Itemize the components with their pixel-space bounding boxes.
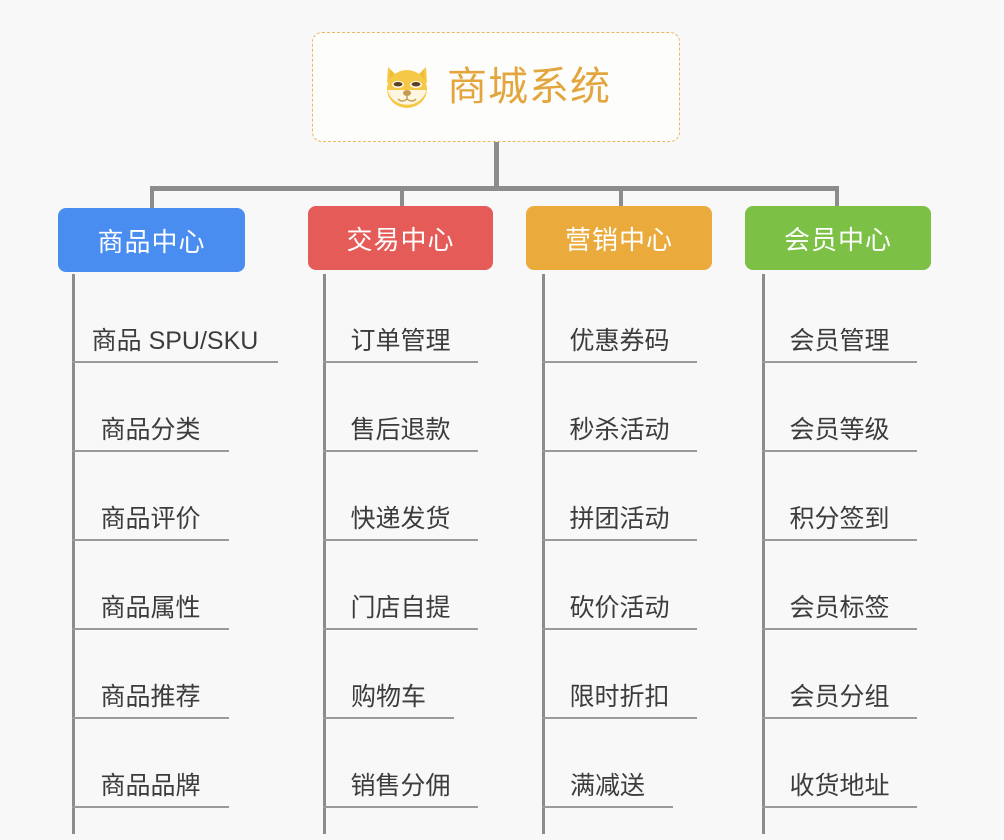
leaf-label: 商品品牌 (100, 771, 201, 800)
connector-drop-product-center (150, 186, 154, 212)
connector-root-stem (494, 142, 499, 190)
leaf-label: 商品分类 (100, 415, 201, 444)
leaf-label: 商品评价 (100, 504, 201, 533)
root-node[interactable]: 商城系统 (312, 32, 680, 142)
leaf-label: 门店自提 (350, 593, 451, 622)
leaf-label: 会员标签 (789, 593, 890, 622)
leaf-item[interactable]: 门店自提 (323, 541, 478, 630)
leaf-item[interactable]: 商品评价 (72, 452, 229, 541)
leaf-item[interactable]: 会员等级 (762, 363, 917, 452)
leaf-item[interactable]: 秒杀活动 (542, 363, 697, 452)
leaf-item[interactable]: 商品品牌 (72, 719, 229, 808)
leaf-label: 会员管理 (789, 326, 890, 355)
leaf-label: 销售分佣 (350, 771, 451, 800)
leaf-spine (323, 274, 326, 834)
leaf-label: 优惠券码 (569, 326, 670, 355)
leaf-item[interactable]: 满减送 (542, 719, 673, 808)
leaf-label: 订单管理 (350, 326, 451, 355)
leaf-item[interactable]: 收货地址 (762, 719, 917, 808)
category-box-member-center[interactable]: 会员中心 (745, 206, 931, 270)
root-title: 商城系统 (447, 65, 611, 109)
connector-drop-trade-center (400, 186, 404, 212)
connector-horizontal-bus (150, 186, 839, 191)
leaf-label: 商品属性 (100, 593, 201, 622)
category-label: 商品中心 (97, 226, 206, 257)
leaf-label: 商品 SPU/SKU (91, 326, 259, 355)
leaf-item[interactable]: 商品属性 (72, 541, 229, 630)
category-box-marketing-center[interactable]: 营销中心 (526, 206, 712, 270)
leaf-label: 售后退款 (350, 415, 451, 444)
shiba-dog-face-icon (381, 64, 433, 110)
leaf-item[interactable]: 拼团活动 (542, 452, 697, 541)
category-label: 会员中心 (783, 224, 892, 255)
leaf-label: 收货地址 (789, 771, 890, 800)
leaf-item[interactable]: 会员标签 (762, 541, 917, 630)
leaf-item[interactable]: 优惠券码 (542, 274, 697, 363)
leaf-label: 满减送 (569, 771, 645, 800)
leaf-spine (542, 274, 545, 834)
leaf-item[interactable]: 砍价活动 (542, 541, 697, 630)
category-label: 交易中心 (346, 224, 455, 255)
connector-drop-member-center (835, 186, 839, 212)
leaf-item[interactable]: 销售分佣 (323, 719, 478, 808)
leaf-item[interactable]: 商品 SPU/SKU (72, 274, 278, 363)
category-box-trade-center[interactable]: 交易中心 (308, 206, 493, 270)
leaf-label: 限时折扣 (569, 682, 670, 711)
leaf-item[interactable]: 会员管理 (762, 274, 917, 363)
leaf-item[interactable]: 售后退款 (323, 363, 478, 452)
connector-drop-marketing-center (619, 186, 623, 212)
leaf-item[interactable]: 快递发货 (323, 452, 478, 541)
leaf-label: 砍价活动 (569, 593, 670, 622)
leaf-label: 会员等级 (789, 415, 890, 444)
leaf-item[interactable]: 订单管理 (323, 274, 478, 363)
leaf-item[interactable]: 商品推荐 (72, 630, 229, 719)
leaf-label: 快递发货 (350, 504, 451, 533)
leaf-spine (72, 274, 75, 834)
leaf-item[interactable]: 会员分组 (762, 630, 917, 719)
leaf-spine (762, 274, 765, 834)
category-label: 营销中心 (564, 224, 673, 255)
leaf-label: 秒杀活动 (569, 415, 670, 444)
leaf-label: 拼团活动 (569, 504, 670, 533)
leaf-label: 商品推荐 (100, 682, 201, 711)
leaf-item[interactable]: 购物车 (323, 630, 454, 719)
leaf-item[interactable]: 限时折扣 (542, 630, 697, 719)
leaf-label: 积分签到 (789, 504, 890, 533)
leaf-label: 会员分组 (789, 682, 890, 711)
leaf-label: 购物车 (350, 682, 426, 711)
category-box-product-center[interactable]: 商品中心 (58, 208, 245, 272)
leaf-item[interactable]: 积分签到 (762, 452, 917, 541)
leaf-item[interactable]: 商品分类 (72, 363, 229, 452)
